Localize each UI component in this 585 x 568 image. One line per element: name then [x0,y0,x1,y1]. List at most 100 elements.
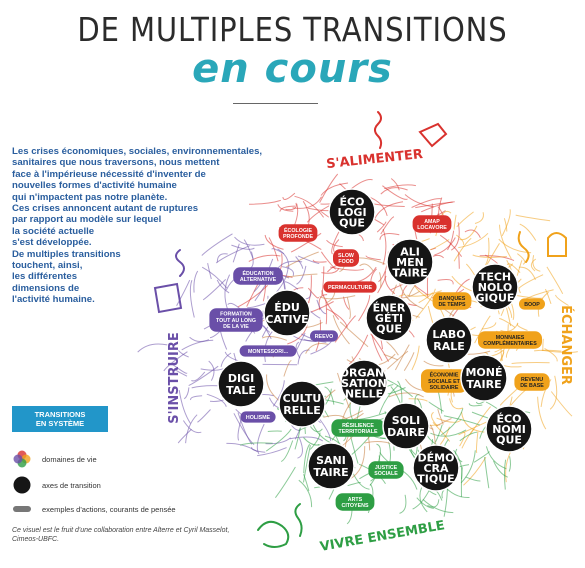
axis-label: QUE [339,217,365,230]
example-pill: PERMACULTURE [323,281,377,293]
axis-label: TECH [479,271,511,284]
axis-label: ALI [400,246,420,259]
pill-label: JUSTICE [375,465,398,471]
domain-label-alimenter: S'ALIMENTER [326,147,424,172]
pill-label: SLOW [338,253,354,259]
page-title: DE MULTIPLES TRANSITIONS [77,10,508,49]
pill-label: REVENU [521,377,543,383]
axis-label: LOGI [337,206,366,219]
intro-line: Ces crises annoncent autant de ruptures [12,203,199,215]
pill-label: MONNAIES [496,335,525,341]
axis-label: QUE [376,323,402,336]
axis-label: LABO [432,328,465,341]
pill-label: DE BASE [520,383,544,389]
legend-examples: exemples d'actions, courants de pensée [12,499,176,519]
axis-label: TAIRE [392,267,427,280]
axis-label: SATION [341,377,387,390]
legend-axes: axes de transition [12,475,101,495]
axis-label: SANI [316,454,346,467]
example-pill: MONTESSORI... [239,345,297,357]
axis-label: MEN [396,256,424,269]
domain-label-instruire: S'INSTRUIRE [167,332,182,424]
axis-label: MONÉ [465,366,502,379]
example-pill: BOOP [519,298,545,310]
doodle-icon [418,122,448,148]
axis-label: TIQUE [417,473,454,486]
intro-line: dimensions de [12,282,80,294]
axis-label: NOLO [478,281,513,294]
axis-label: DIGI [228,372,254,385]
example-pill: REEVO [310,330,338,342]
intro-line: sanitaires que nous traversons, nous met… [12,157,220,169]
pill-label: FOOD [338,259,353,265]
axis-label: ORGANI [340,367,389,380]
pill-label: MONTESSORI... [248,349,289,355]
axis-label: DAIRE [387,426,425,439]
axis-label: RALE [433,340,465,353]
intro-line: s'est développée. [12,237,92,249]
axis-label: RELLE [283,404,321,417]
axis-label: SOLI [392,414,420,427]
axis-label: TAIRE [466,378,501,391]
pill-label: ÉCONOMIE [430,371,459,379]
pill-icon [13,506,31,512]
axis-label: DÉMO [418,452,455,465]
domain-label-vivre: VIVRE ENSEMBLE [319,518,446,555]
pill-label: SOCIALE [374,471,398,477]
intro-line: touchent, ainsi, [12,260,83,272]
example-pill: HOLISME [240,411,276,423]
axis-label: CRA [423,462,449,475]
pill-label: DE TEMPS [438,302,466,308]
axis-circle-icon [13,476,31,494]
pill-label: CITOYENS [342,503,369,509]
intro-line: qui n'impactent pas notre planète. [12,191,168,203]
pill-label: PROFONDE [283,234,313,240]
intro-line: face à l'impérieuse nécessité d'inventer… [12,168,206,180]
intro-line: nouvelles formes d'activité humaine [12,180,177,192]
axis-label: CULTU [283,392,322,405]
pill-label: LOCAVORE [417,225,447,231]
intro-line: De multiples transitions [12,248,121,260]
pill-label: TOUT AU LONG [216,318,256,324]
domain-label-echanger: ÉCHANGER [558,305,574,385]
axis-label: NELLE [345,388,383,401]
pill-label: BANQUES [439,296,466,302]
pill-label: FORMATION [220,312,252,318]
system-tag: TRANSITIONS EN SYSTÈME [12,406,108,432]
intro-line: par rapport au modèle sur lequel [12,214,162,226]
intro-line: l'activité humaine. [12,294,95,306]
axis-label: ÉNER [373,302,406,315]
intro-line: Les crises économiques, sociales, enviro… [12,146,263,157]
pill-label: ÉDUCATION [242,269,273,277]
color-wheel-icon [13,450,31,468]
axis-label: TAIRE [313,466,348,479]
axis-label: ÉCO [497,413,522,426]
doodle-icon [374,111,383,149]
pill-label: ALTERNATIVE [240,277,277,283]
axis-label: TALE [226,384,256,397]
axis-label: GIQUE [476,292,515,305]
axis-label: QUE [496,434,522,447]
doodle-icon [517,231,530,263]
